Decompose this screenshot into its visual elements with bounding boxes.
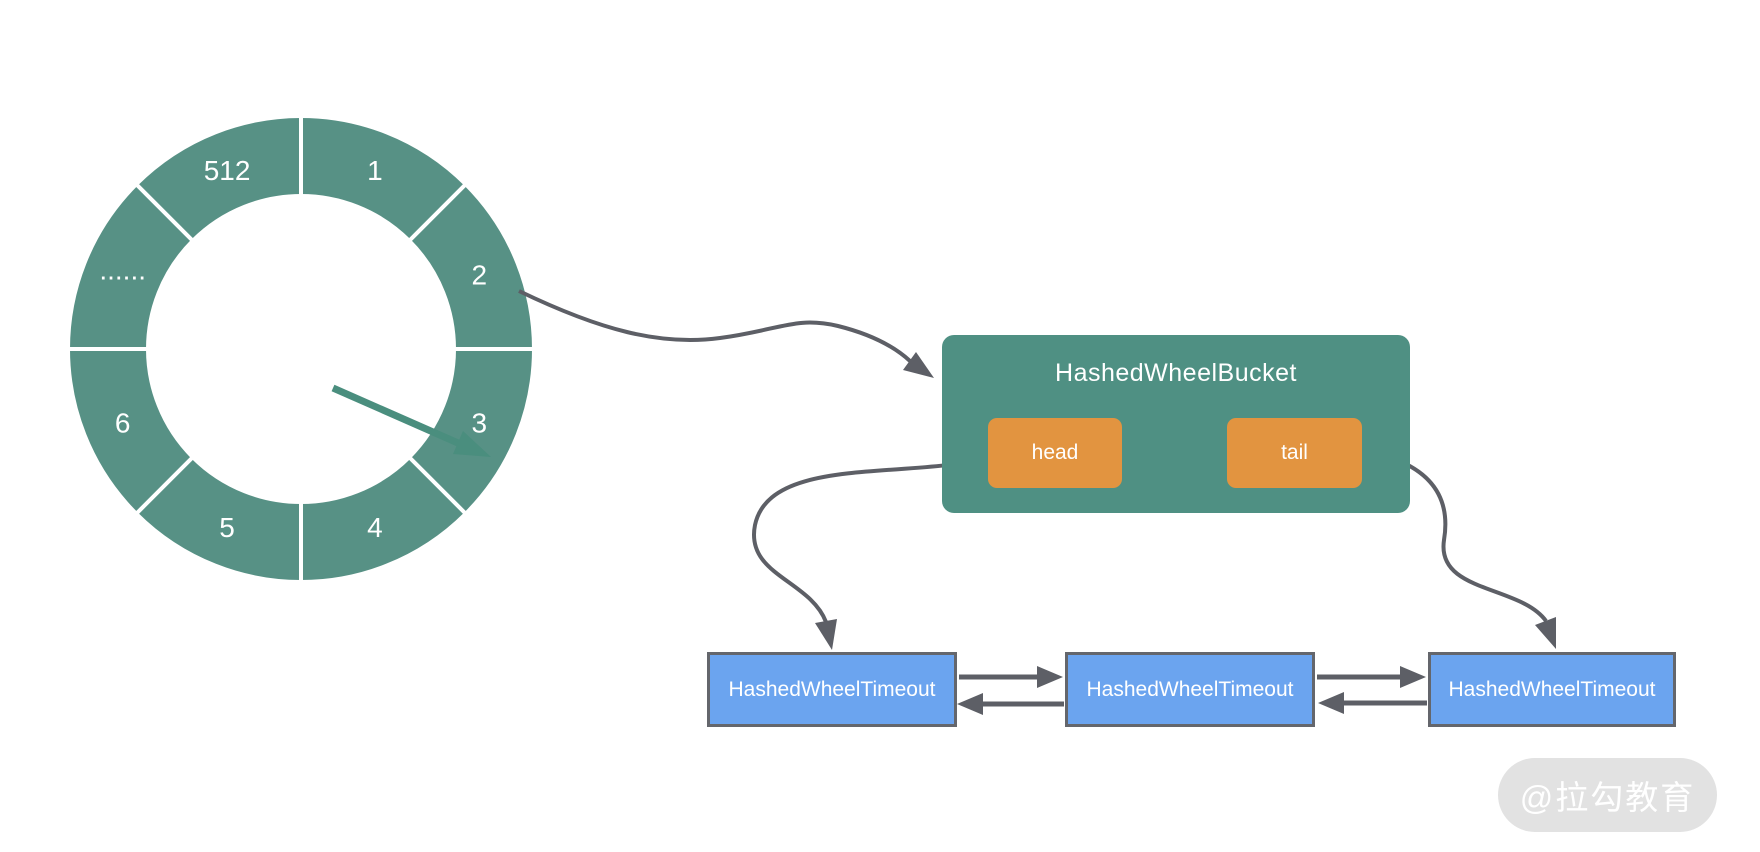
wheel-segment-label-5: 5 [219, 512, 235, 543]
wheel-segment-label-3: 3 [472, 407, 488, 438]
wheel-segment-label-ellipsis: ...... [99, 255, 146, 286]
wheel-segment-label-1: 1 [367, 155, 383, 186]
bucket-tail-node: tail [1227, 418, 1362, 488]
wheel-pointer-arrow [331, 384, 491, 457]
watermark-badge: @拉勾教育 [1498, 758, 1717, 832]
bucket-title: HashedWheelBucket [1055, 359, 1297, 387]
bucket-head-node: head [988, 418, 1122, 488]
wheel-segment-labels: 1 2 3 4 5 6 ...... 512 [99, 155, 487, 543]
prev-pointer-arrow-2 [1318, 692, 1427, 714]
timeout-node-1: HashedWheelTimeout [707, 652, 957, 727]
connector-head-to-timeout [751, 455, 991, 650]
timeout-link-arrows [957, 666, 1427, 715]
next-pointer-arrow-1 [959, 666, 1063, 688]
wheel-segment-dividers [65, 113, 537, 585]
next-pointer-arrow-2 [1317, 666, 1426, 688]
connector-wheel-to-bucket [518, 289, 934, 378]
wheel-segment-label-6: 6 [115, 407, 131, 438]
wheel-segment-label-4: 4 [367, 512, 383, 543]
prev-pointer-arrow-1 [957, 693, 1064, 715]
wheel-segment-label-2: 2 [472, 260, 488, 291]
connector-tail-to-timeout [1361, 448, 1556, 649]
bucket-box: HashedWheelBucket head tail [942, 335, 1410, 513]
timeout-node-3: HashedWheelTimeout [1428, 652, 1676, 727]
wheel-segment-label-512: 512 [204, 155, 251, 186]
timeout-node-2: HashedWheelTimeout [1065, 652, 1315, 727]
timer-wheel: 1 2 3 4 5 6 ...... 512 [65, 113, 537, 585]
